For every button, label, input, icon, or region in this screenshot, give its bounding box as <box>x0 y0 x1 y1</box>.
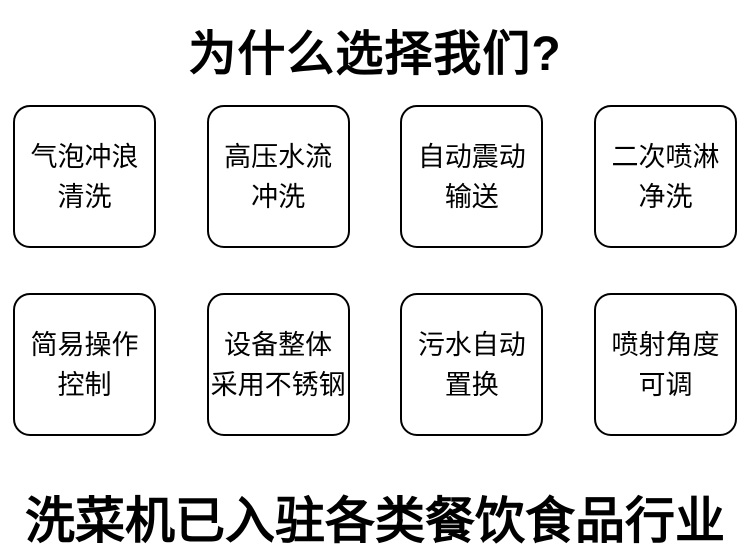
feature-grid-row-1: 气泡冲浪 清洗 高压水流 冲洗 自动震动 输送 二次喷淋 净洗 <box>13 105 737 248</box>
feature-label-line: 清洗 <box>57 181 112 212</box>
feature-label-line: 污水自动 <box>417 329 526 360</box>
footer-headline: 洗菜机已入驻各类餐饮食品行业 <box>25 493 725 549</box>
feature-label-line: 简易操作 <box>30 329 139 360</box>
feature-card-stainless-steel-body: 设备整体 采用不锈钢 <box>206 293 350 436</box>
feature-label-line: 输送 <box>444 181 499 212</box>
feature-label-line: 设备整体 <box>224 329 333 360</box>
feature-card-secondary-spray-clean: 二次喷淋 净洗 <box>593 105 737 248</box>
feature-label-line: 可调 <box>638 369 693 400</box>
page-title: 为什么选择我们? <box>188 28 562 81</box>
feature-card-easy-operation-control: 简易操作 控制 <box>13 293 156 436</box>
feature-card-bubble-surf-wash: 气泡冲浪 清洗 <box>13 105 156 248</box>
feature-card-auto-vibrate-convey: 自动震动 输送 <box>400 105 544 248</box>
feature-label-line: 置换 <box>444 369 499 400</box>
feature-label-line: 冲洗 <box>251 181 306 212</box>
feature-label-line: 气泡冲浪 <box>30 141 139 172</box>
feature-card-adjustable-spray-angle: 喷射角度 可调 <box>593 293 737 436</box>
feature-label-line: 喷射角度 <box>611 329 720 360</box>
feature-label-line: 控制 <box>57 369 112 400</box>
feature-label-line: 二次喷淋 <box>611 141 720 172</box>
feature-label-line: 自动震动 <box>417 141 526 172</box>
feature-label-line: 采用不锈钢 <box>210 369 346 400</box>
feature-grid-row-2: 简易操作 控制 设备整体 采用不锈钢 污水自动 置换 喷射角度 可调 <box>13 293 737 436</box>
feature-card-high-pressure-rinse: 高压水流 冲洗 <box>206 105 350 248</box>
feature-card-auto-wastewater-replace: 污水自动 置换 <box>400 293 544 436</box>
feature-label-line: 净洗 <box>638 181 693 212</box>
feature-label-line: 高压水流 <box>224 141 333 172</box>
feature-grid: 气泡冲浪 清洗 高压水流 冲洗 自动震动 输送 二次喷淋 净洗 简易操作 控制 <box>13 105 737 481</box>
